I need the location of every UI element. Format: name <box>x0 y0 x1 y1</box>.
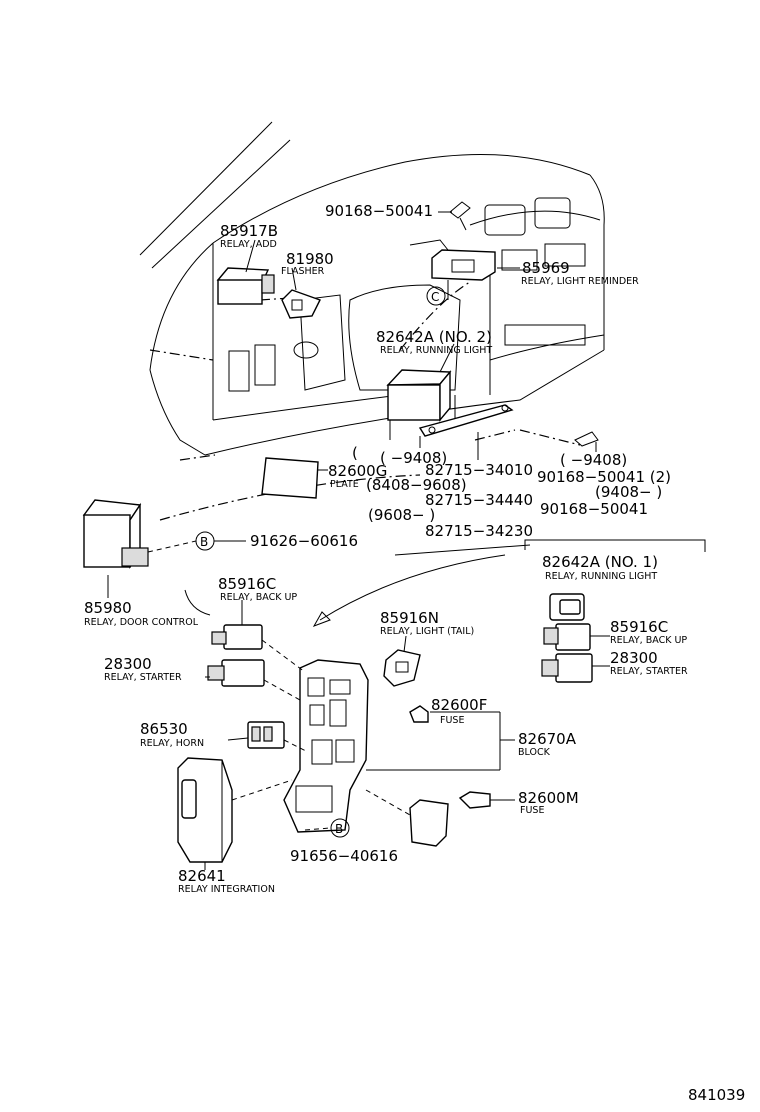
ref-b-letter-top: B <box>200 535 208 549</box>
relay-85916n <box>383 649 421 687</box>
relay-28300-left <box>207 659 265 687</box>
bracket-82715 <box>418 404 514 437</box>
bolt-range2: (9408− ) <box>595 483 662 501</box>
bolt-range1: ( −9408) <box>560 451 627 469</box>
ref-c-circle: C <box>426 286 446 306</box>
fuse-82600f <box>409 705 429 723</box>
desc-28300-right: RELAY, STARTER <box>610 666 688 677</box>
part-82600f: 82600F <box>431 696 487 714</box>
relay-86530 <box>247 721 285 749</box>
desc-85916c-left: RELAY, BACK UP <box>220 592 297 603</box>
desc-28300-left: RELAY, STARTER <box>104 672 182 683</box>
figure-code: 841039 <box>688 1086 745 1104</box>
part-85916n: 85916N <box>380 609 439 627</box>
ref-b-top-part: 91626−60616 <box>250 532 358 550</box>
desc-85917b: RELAY, ADD <box>220 239 277 250</box>
part-90168-top: 90168−50041 <box>325 202 433 220</box>
relay-82641 <box>177 757 233 863</box>
dashboard-outline <box>139 121 605 616</box>
part-82600m: 82600M <box>518 789 579 807</box>
desc-85916c-right: RELAY, BACK UP <box>610 635 687 646</box>
bolt-part1: 90168−50041 (2) <box>537 468 671 486</box>
part-81980: 81980 <box>286 250 334 268</box>
part-85980: 85980 <box>84 599 132 617</box>
leader-lines <box>107 211 706 870</box>
knob <box>293 341 319 359</box>
bracket-range1: ( −9408) <box>380 449 447 467</box>
relay-85917b <box>216 267 275 305</box>
fuse-82600m <box>458 791 491 809</box>
part-82642a-no1: 82642A (NO. 1) <box>542 553 658 571</box>
desc-82642a-no1: RELAY, RUNNING LIGHT <box>545 571 657 582</box>
bracket-range3: (9608− ) <box>368 506 435 524</box>
relay-85916c-left <box>211 624 263 650</box>
bracket-part3: 82715−34230 <box>425 522 533 540</box>
part-82670a: 82670A <box>518 730 577 748</box>
relay-28300-right <box>541 653 593 683</box>
junction-block-82670a <box>283 659 500 833</box>
desc-81980: FLASHER <box>281 266 325 277</box>
desc-82670a: BLOCK <box>518 747 551 758</box>
part-82600g: 82600G <box>328 462 387 480</box>
part-85969: 85969 <box>522 259 570 277</box>
relay-82642a-no2 <box>386 369 452 422</box>
relay-unnamed-square <box>409 799 449 847</box>
part-85917b: 85917B <box>220 222 278 240</box>
part-82641: 82641 <box>178 867 226 885</box>
bolt-part2: 90168−50041 <box>540 500 648 518</box>
desc-85969: RELAY, LIGHT REMINDER <box>521 276 639 287</box>
desc-82642a-no2: RELAY, RUNNING LIGHT <box>380 345 492 356</box>
desc-82641: RELAY INTEGRATION <box>178 884 275 895</box>
part-85916c-left: 85916C <box>218 575 276 593</box>
desc-85980: RELAY, DOOR CONTROL <box>84 617 199 628</box>
desc-85916n: RELAY, LIGHT (TAIL) <box>380 626 474 637</box>
ref-b-circle-bottom: B <box>330 818 350 838</box>
ref-b-circle-top: B <box>195 531 215 551</box>
bracket-part2: 82715−34440 <box>425 491 533 509</box>
ref-b-letter-bottom: B <box>335 822 343 836</box>
desc-86530: RELAY, HORN <box>140 738 204 749</box>
part-28300-left: 28300 <box>104 655 152 673</box>
ref-b-bottom-part: 91656−40616 <box>290 847 398 865</box>
bolt-90168-right <box>574 431 599 447</box>
relay-85969 <box>409 239 496 300</box>
bracket-range2: (8408−9608) <box>366 476 467 494</box>
part-85916c-right: 85916C <box>610 618 668 636</box>
relay-82642a-no1 <box>549 593 585 621</box>
part-82642a-no2: 82642A (NO. 2) <box>376 328 492 346</box>
desc-82600g: PLATE <box>330 479 359 490</box>
desc-82600m: FUSE <box>520 805 544 816</box>
part-28300-right: 28300 <box>610 649 658 667</box>
plate-open-paren: ( <box>352 444 358 462</box>
bracket-part1: 82715−34010 <box>425 461 533 479</box>
plate-82600g <box>261 457 319 499</box>
relay-85916c-right <box>543 623 591 651</box>
ref-c-letter: C <box>431 290 439 304</box>
desc-82600f: FUSE <box>440 715 464 726</box>
flasher-81980 <box>281 289 321 319</box>
relay-85980 <box>82 499 149 569</box>
part-86530: 86530 <box>140 720 188 738</box>
bolt-90168-top <box>442 201 471 231</box>
